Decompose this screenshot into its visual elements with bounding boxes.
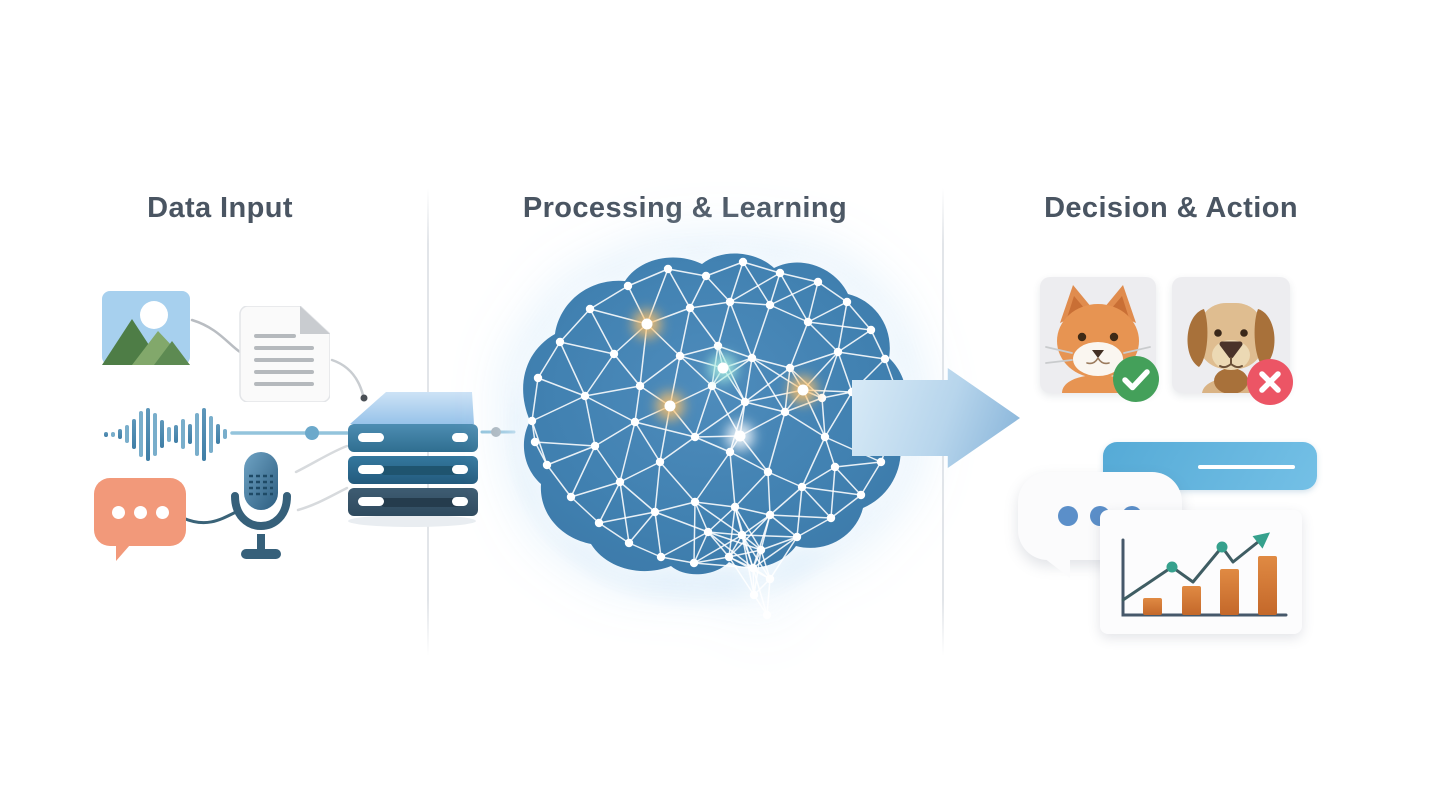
brain-body (523, 253, 908, 575)
response-line (1198, 465, 1295, 469)
section-title-data-input: Data Input (147, 192, 293, 224)
data-server-icon (348, 392, 478, 527)
audio-waveform-icon (104, 405, 232, 463)
section-title-decision-action: Decision & Action (1044, 192, 1298, 224)
document-icon (239, 306, 330, 402)
microphone-icon (231, 452, 291, 559)
chat-dot (133, 505, 147, 519)
image-icon (102, 291, 190, 365)
neural-brain-illustration (523, 253, 908, 620)
flow-arrow (852, 368, 1020, 468)
check-icon (1122, 369, 1150, 391)
analytics-chart-card (1100, 510, 1302, 634)
dog-icon (1187, 303, 1275, 393)
growth-bar-chart-icon (1121, 532, 1288, 617)
typing-dot (1058, 506, 1078, 526)
chat-message-icon (94, 478, 186, 561)
check-badge (1113, 356, 1159, 402)
dog-image-card (1172, 277, 1290, 393)
chat-dot (111, 505, 125, 519)
x-icon (1259, 371, 1281, 393)
chat-dot (155, 505, 169, 519)
x-badge (1247, 359, 1293, 405)
